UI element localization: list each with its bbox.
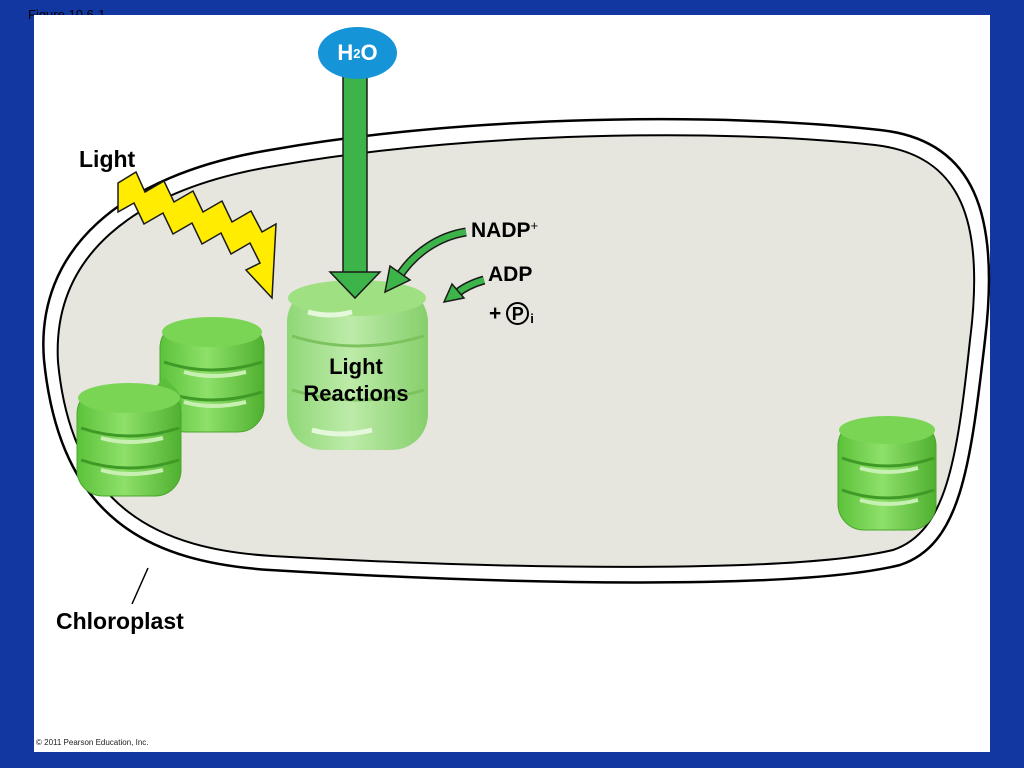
nadp-label: NADP+ [471,219,538,241]
light-label: Light [79,146,136,172]
phosphate-label: + P i [489,302,534,325]
granum-left-front [76,383,182,497]
h2o-label-sub: 2 [353,45,361,61]
h2o-arrow [328,73,382,300]
chloroplast-leader-line [131,567,149,605]
copyright-notice: © 2011 Pearson Education, Inc. [36,738,149,747]
light-reactions-label: Light Reactions [282,353,430,407]
plus-sign: + [489,302,502,325]
phosphate-subscript: i [530,311,534,326]
nadp-arrow [383,227,467,294]
light-bolt [117,170,277,300]
nadp-superscript: + [530,218,539,233]
light-reactions-line1: Light [329,354,383,379]
h2o-label-h: H [337,40,354,65]
granum-left-back [159,317,265,433]
adp-arrow [442,275,486,304]
light-reactions-line2: Reactions [303,381,409,406]
chloroplast-stroma [56,134,976,568]
granum-right [837,416,937,531]
nadp-text: NADP [471,219,531,242]
h2o-label-o: O [360,40,378,65]
phosphate-circle: P [506,302,530,325]
adp-label: ADP [488,263,533,286]
granum-light-reactions [287,280,428,450]
chloroplast-label: Chloroplast [56,608,184,634]
